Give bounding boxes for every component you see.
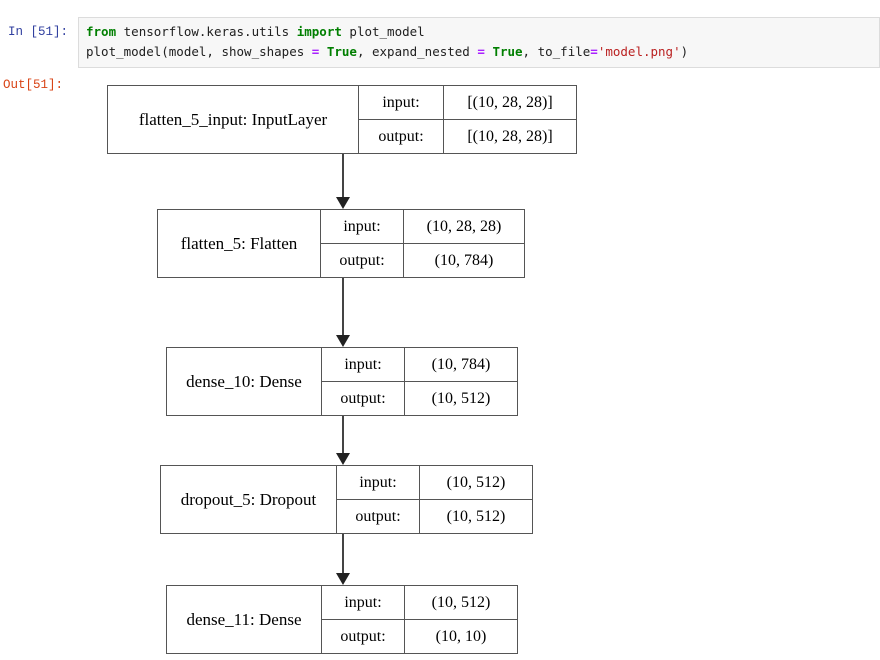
layer-node-shapes: input: [(10, 28, 28)] output: [(10, 28, 28)…: [359, 86, 576, 153]
connector-arrow-head: [336, 453, 350, 465]
layer-input-shape: [(10, 28, 28)]: [467, 93, 553, 111]
code-token: [319, 44, 327, 59]
layer-input-row: input: [(10, 28, 28)]: [359, 86, 576, 120]
connector-arrow-line: [342, 534, 344, 573]
layer-output-label: output:: [322, 620, 405, 653]
code-token: True: [492, 43, 523, 59]
layer-input-row: input: (10, 512): [322, 586, 517, 620]
layer-node-shapes: input: (10, 784) output: (10, 512): [322, 348, 517, 415]
connector-arrow-head: [336, 197, 350, 209]
layer-node-title: dense_11: Dense: [167, 586, 322, 653]
layer-output-label: output:: [322, 382, 405, 415]
layer-node-shapes: input: (10, 512) output: (10, 10): [322, 586, 517, 653]
layer-node-title: flatten_5: Flatten: [158, 210, 321, 277]
connector-arrow-head: [336, 335, 350, 347]
layer-input-row: input: (10, 28, 28): [321, 210, 524, 244]
code-token: =: [311, 43, 320, 59]
input-prompt-label: In [51]:: [8, 25, 69, 39]
code-token: tensorflow.keras.utils: [123, 24, 297, 39]
layer-input-label: input:: [321, 210, 404, 243]
layer-input-label: input:: [337, 466, 420, 499]
code-token: from: [86, 24, 124, 39]
code-token: =: [590, 43, 598, 59]
code-token: True: [326, 43, 357, 59]
code-source[interactable]: from tensorflow.keras.utils import plot_…: [86, 23, 879, 63]
layer-input-row: input: (10, 784): [322, 348, 517, 382]
code-token: ): [680, 43, 689, 59]
connector-arrow-line: [342, 154, 344, 197]
layer-input-label: input:: [322, 348, 405, 381]
layer-input-shape: (10, 784): [431, 355, 491, 373]
layer-output-shape: (10, 10): [435, 627, 487, 645]
layer-input-row: input: (10, 512): [337, 466, 532, 500]
code-cell[interactable]: from tensorflow.keras.utils import plot_…: [78, 17, 880, 68]
layer-input-label: input:: [322, 586, 405, 619]
layer-node-shapes: input: (10, 512) output: (10, 512): [337, 466, 532, 533]
output-prompt-label: Out[51]:: [3, 78, 64, 92]
layer-output-label: output:: [321, 244, 404, 277]
code-token: plot_model(model, show_shapes: [86, 43, 312, 59]
connector-arrow-line: [342, 278, 344, 335]
layer-node-shapes: input: (10, 28, 28) output: (10, 784): [321, 210, 524, 277]
layer-output-label: output:: [359, 120, 444, 153]
code-token: , expand_nested: [356, 43, 478, 59]
connector-arrow-head: [336, 573, 350, 585]
layer-output-row: output: (10, 512): [322, 382, 517, 415]
layer-node-title: dropout_5: Dropout: [161, 466, 337, 533]
layer-output-shape: (10, 512): [446, 507, 506, 525]
layer-node-title: flatten_5_input: InputLayer: [108, 86, 359, 153]
code-token: import: [296, 24, 350, 39]
layer-output-row: output: [(10, 28, 28)]: [359, 120, 576, 153]
layer-input-shape: (10, 28, 28): [426, 217, 502, 235]
layer-input-shape: (10, 512): [446, 473, 506, 491]
code-token: =: [477, 43, 485, 59]
code-token: plot_model: [349, 24, 425, 39]
code-token: , to_file: [522, 43, 591, 59]
layer-output-label: output:: [337, 500, 420, 533]
layer-output-row: output: (10, 784): [321, 244, 524, 277]
layer-output-shape: (10, 512): [431, 389, 491, 407]
layer-output-shape: (10, 784): [434, 251, 494, 269]
layer-output-shape: [(10, 28, 28)]: [467, 127, 553, 145]
layer-output-row: output: (10, 10): [322, 620, 517, 653]
layer-input-label: input:: [359, 86, 444, 119]
layer-input-shape: (10, 512): [431, 593, 491, 611]
connector-arrow-line: [342, 416, 344, 453]
code-token: 'model.png': [597, 43, 681, 59]
layer-output-row: output: (10, 512): [337, 500, 532, 533]
layer-node-title: dense_10: Dense: [167, 348, 322, 415]
